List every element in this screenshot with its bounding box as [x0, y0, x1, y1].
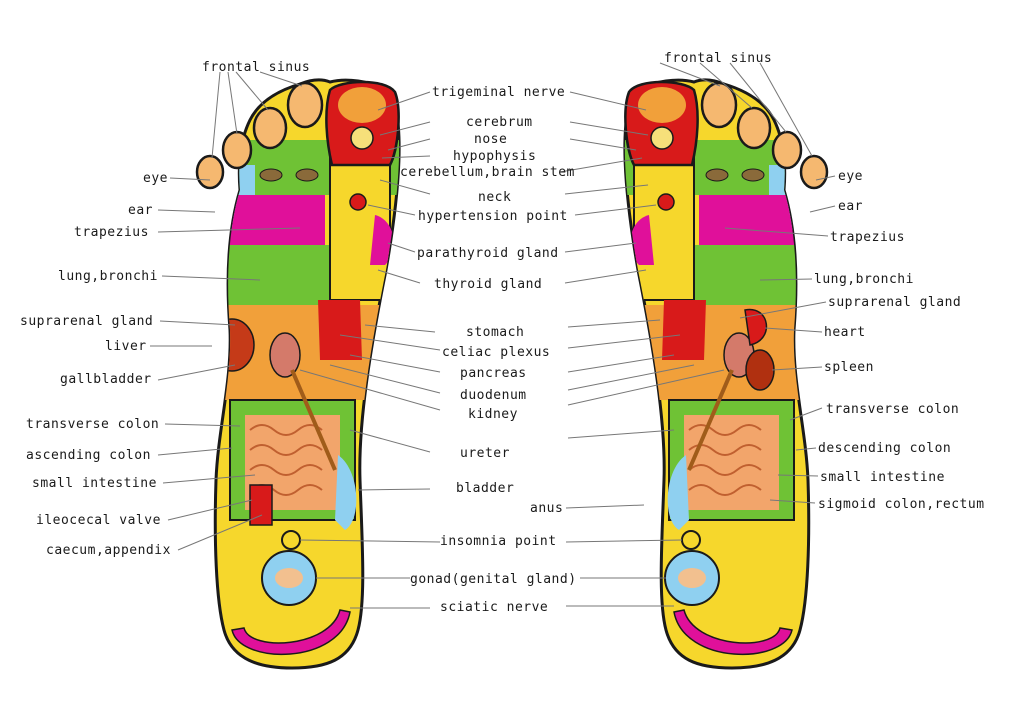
left-toe-4 — [221, 130, 253, 170]
spleen-organ — [745, 349, 775, 391]
label-small-intestine-right: small intestine — [820, 470, 945, 485]
left-toe-5 — [195, 154, 225, 190]
right-eye-organ — [741, 168, 765, 182]
liver-organ — [215, 318, 255, 372]
label-small-intestine-left: small intestine — [32, 476, 157, 491]
left-bladder-zone — [335, 455, 357, 530]
label-lung-right: lung,bronchi — [814, 272, 914, 287]
labels: frontal sinus eye ear trapezius lung,bro… — [20, 51, 985, 615]
label-ascending-colon: ascending colon — [26, 448, 151, 463]
left-kidney-organ — [269, 332, 301, 378]
label-descending-colon: descending colon — [818, 441, 951, 456]
label-cerebellum: cerebellum,brain stem — [400, 165, 575, 180]
right-ureter-line — [687, 369, 734, 471]
label-hypertension-point: hypertension point — [418, 209, 568, 224]
label-celiac-plexus: celiac plexus — [442, 345, 550, 360]
label-suprarenal-left: suprarenal gland — [20, 314, 153, 329]
label-cerebrum: cerebrum — [466, 115, 533, 130]
label-ureter: ureter — [460, 446, 510, 461]
left-lung-zone — [215, 245, 335, 305]
left-stomach-zone — [318, 300, 362, 360]
label-duodenum: duodenum — [460, 388, 527, 403]
label-frontal-sinus-right: frontal sinus — [664, 51, 772, 66]
caecum-organ — [249, 484, 273, 526]
label-suprarenal-right: suprarenal gland — [828, 295, 961, 310]
right-parathyroid-zone — [630, 215, 654, 265]
label-bladder: bladder — [456, 481, 514, 496]
label-sigmoid-colon: sigmoid colon,rectum — [818, 497, 985, 512]
label-ear-left: ear — [128, 203, 153, 218]
leader-lines — [150, 62, 836, 609]
label-caecum: caecum,appendix — [46, 543, 171, 558]
right-cerebrum-spot — [650, 126, 674, 150]
label-sciatic-nerve: sciatic nerve — [440, 600, 548, 615]
label-trapezius-left: trapezius — [74, 225, 149, 240]
label-trigeminal-nerve: trigeminal nerve — [432, 85, 565, 100]
right-trapezius-zone — [699, 195, 809, 245]
right-big-toe-tip — [638, 87, 686, 123]
label-nose: nose — [474, 132, 507, 147]
label-thyroid-gland: thyroid gland — [434, 277, 542, 292]
left-foot — [195, 78, 401, 670]
label-ileocecal-valve: ileocecal valve — [36, 513, 161, 528]
right-lung-zone — [689, 245, 809, 305]
left-ureter-line — [290, 369, 337, 471]
right-toe-2 — [700, 81, 738, 129]
right-sciatic-zone — [673, 609, 793, 656]
label-kidney: kidney — [468, 407, 518, 422]
label-liver: liver — [105, 339, 147, 354]
anus-spot — [643, 496, 661, 514]
left-big-toe-tip — [338, 87, 386, 123]
label-stomach: stomach — [466, 325, 524, 340]
left-neck-spot — [349, 193, 367, 211]
left-toe-2 — [286, 81, 324, 129]
right-stomach-zone — [662, 300, 706, 360]
left-parathyroid-zone — [370, 215, 394, 265]
label-lung-left: lung,bronchi — [58, 269, 158, 284]
left-insomnia-point — [281, 530, 301, 550]
heart-organ — [744, 308, 767, 346]
label-eye-right: eye — [838, 169, 863, 184]
right-toe-4 — [771, 130, 803, 170]
label-insomnia-point: insomnia point — [440, 534, 557, 549]
left-trapezius-zone — [215, 195, 325, 245]
label-heart: heart — [824, 325, 866, 340]
label-ear-right: ear — [838, 199, 863, 214]
right-bladder-zone — [667, 455, 689, 530]
label-spleen: spleen — [824, 360, 874, 375]
right-insomnia-point — [681, 530, 701, 550]
label-eye-left: eye — [143, 171, 168, 186]
left-toe-3 — [252, 106, 288, 150]
label-hypophysis: hypophysis — [453, 149, 536, 164]
label-gonad: gonad(genital gland) — [410, 572, 577, 587]
right-neck-spot — [657, 193, 675, 211]
left-eye-organ — [259, 168, 283, 182]
left-eye-organ-2 — [295, 168, 319, 182]
label-frontal-sinus-left: frontal sinus — [202, 60, 310, 75]
label-anus: anus — [530, 501, 563, 516]
left-sciatic-zone — [231, 609, 351, 656]
label-transverse-colon-left: transverse colon — [26, 417, 159, 432]
label-transverse-colon-right: transverse colon — [826, 402, 959, 417]
label-trapezius-right: trapezius — [830, 230, 905, 245]
right-foot — [623, 78, 829, 670]
right-toe-3 — [736, 106, 772, 150]
label-gallbladder: gallbladder — [60, 372, 152, 387]
left-cerebrum-spot — [350, 126, 374, 150]
label-neck: neck — [478, 190, 511, 205]
label-parathyroid-gland: parathyroid gland — [417, 246, 559, 261]
right-eye-organ-2 — [705, 168, 729, 182]
right-toe-5 — [799, 154, 829, 190]
label-pancreas: pancreas — [460, 366, 527, 381]
right-small-intestine — [684, 415, 779, 510]
